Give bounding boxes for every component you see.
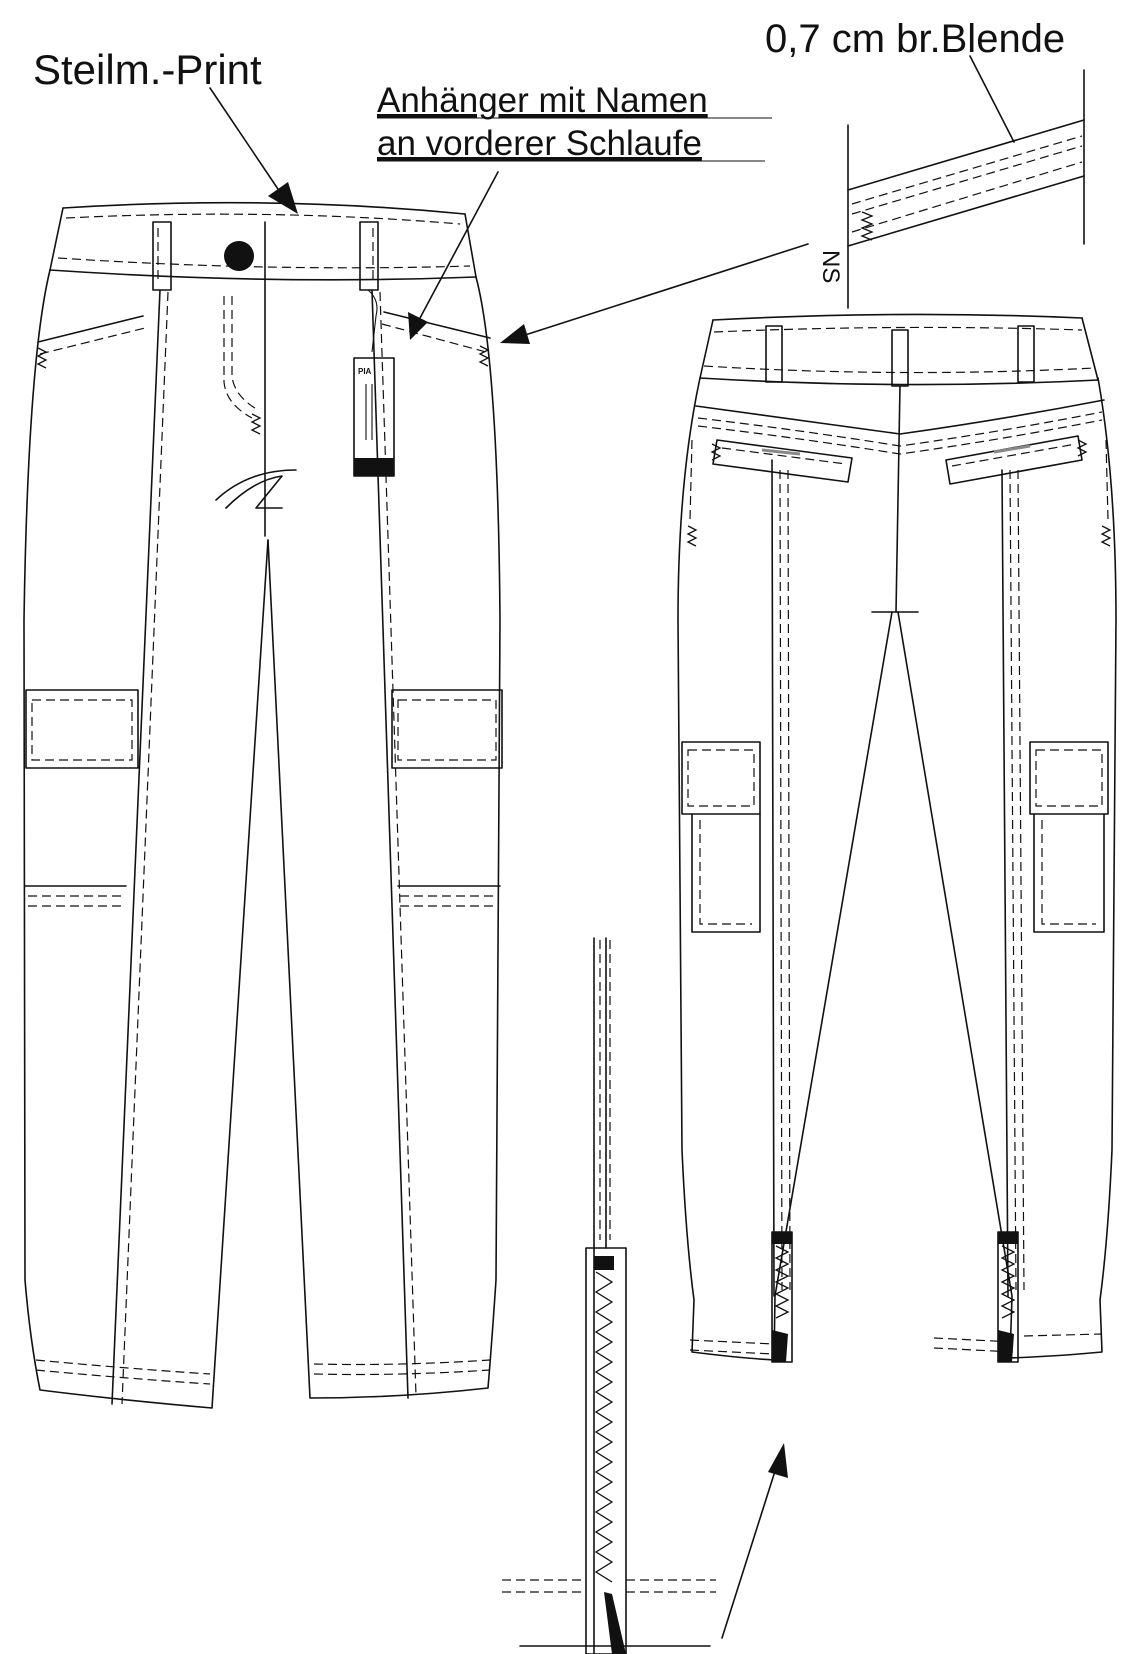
label-anhaenger-line2: an vorderer Schlaufe: [377, 124, 702, 163]
label-anhaenger-line1: Anhänger mit Namen: [377, 81, 708, 120]
hang-tag: PIA: [353, 289, 395, 477]
blende-detail: [847, 69, 1085, 309]
zipper-detail: [502, 937, 716, 1654]
label-ns: NS: [817, 250, 844, 283]
label-blende: 0,7 cm br.Blende: [765, 17, 1065, 61]
arrow-blende: [500, 55, 1015, 344]
arrow-steilm-print: [209, 87, 298, 214]
arrow-zipper-detail: [721, 1443, 788, 1639]
zipper-right-back: [997, 1231, 1019, 1363]
button-icon: [224, 241, 254, 271]
hang-tag-brand: PIA: [358, 367, 372, 376]
label-steilm-print: Steilm.-Print: [33, 46, 262, 93]
arrow-anhaenger: [408, 171, 499, 340]
zipper-left-back: [771, 1231, 793, 1363]
front-view: PIA: [23, 201, 503, 1409]
back-view: [677, 313, 1117, 1363]
